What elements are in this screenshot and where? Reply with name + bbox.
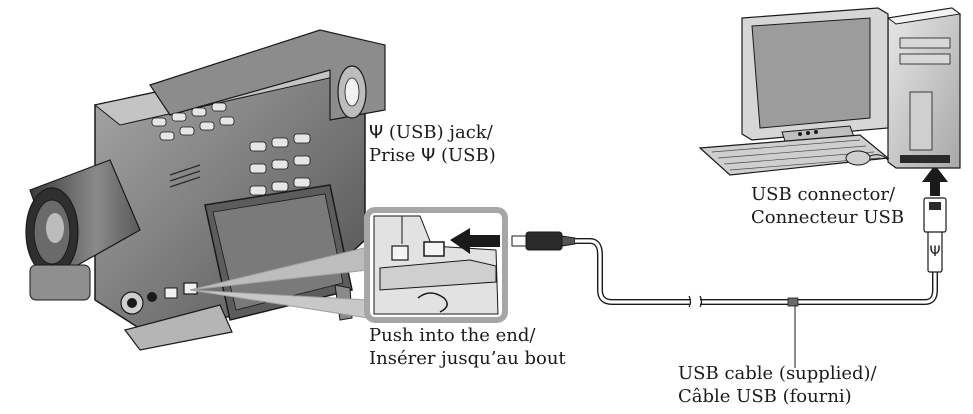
usb-symbol-icon: Ψ <box>369 122 384 143</box>
push-arrow-icon <box>450 228 500 254</box>
usb-cable-label: USB cable (supplied)/ Câble USB (fourni) <box>678 362 877 408</box>
usb-jack-label-fr: Prise Ψ (USB) <box>369 145 496 166</box>
cable-break-mark <box>688 295 703 308</box>
push-label-fr: Insérer jusqu’au bout <box>369 348 566 369</box>
desktop-computer-icon <box>698 7 962 176</box>
usb-cable-label-fr: Câble USB (fourni) <box>678 386 852 407</box>
grip-ribs <box>169 164 201 188</box>
zoomed-usb-jack <box>423 241 445 257</box>
side-jacks <box>120 282 198 315</box>
usb-connector-label: USB connector/ Connecteur USB <box>751 183 904 229</box>
usb-symbol-icon: Ψ <box>421 145 436 166</box>
usb-cable-label-en: USB cable (supplied)/ <box>678 363 877 384</box>
push-label-en: Push into the end/ <box>369 325 536 346</box>
jack-closeup-box <box>364 207 508 323</box>
push-label: Push into the end/ Insérer jusqu’au bout <box>369 324 566 370</box>
mini-usb-plug-icon <box>511 231 576 251</box>
usb-jack-label-en: Ψ (USB) jack/ <box>369 122 493 143</box>
insert-arrow-icon <box>922 165 948 196</box>
usb-jack-label: Ψ (USB) jack/ Prise Ψ (USB) <box>369 121 496 167</box>
usb-plug-icon: Ψ <box>923 197 947 273</box>
usb-cable <box>511 231 938 308</box>
button-panel <box>151 102 311 196</box>
usb-symbol-icon: Ψ <box>929 244 940 260</box>
usb-connector-label-en: USB connector/ <box>751 184 896 205</box>
usb-connector-label-fr: Connecteur USB <box>751 207 905 228</box>
